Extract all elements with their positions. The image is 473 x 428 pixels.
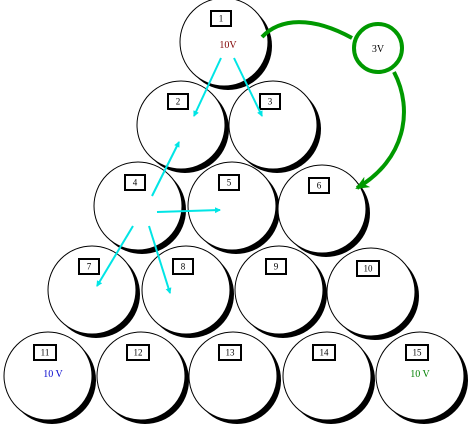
node-9-label-box — [265, 258, 287, 275]
node-2: 2 — [136, 80, 229, 173]
node-15-label: 15 — [413, 348, 423, 358]
node-2-label-box — [167, 93, 189, 110]
node-10-label-box — [356, 260, 380, 277]
node-10: 10 — [326, 247, 419, 340]
node-3-label-box — [259, 93, 281, 110]
node-11-label: 11 — [41, 348, 50, 358]
node-4: 4 — [93, 161, 186, 254]
node-1-circle — [179, 0, 269, 87]
node-10-circle — [326, 247, 416, 337]
node-1-label-box — [210, 10, 232, 27]
transfer-arrow-upper — [260, 20, 353, 40]
node-5-label: 5 — [227, 178, 232, 188]
node-8: 8 — [141, 245, 234, 338]
node-4-circle — [93, 161, 183, 251]
transfer-bubble — [352, 22, 404, 74]
node-4-label-box — [124, 174, 146, 191]
node-8-label: 8 — [181, 262, 186, 272]
node-7-label: 7 — [87, 262, 92, 272]
node-11-circle — [3, 331, 93, 421]
flow-layer — [96, 57, 263, 294]
node-6: 6 — [277, 164, 370, 257]
node-13-circle — [188, 331, 278, 421]
node-9-label: 9 — [274, 262, 279, 272]
node-15-value: 10 V — [410, 369, 430, 380]
node-8-label-box — [172, 258, 194, 275]
node-1: 1 10V — [179, 0, 272, 90]
node-6-label: 6 — [317, 181, 322, 191]
node-13: 13 — [188, 331, 281, 424]
node-12-label: 12 — [134, 348, 143, 358]
transfer-label: 3V — [372, 44, 385, 55]
node-4-label: 4 — [133, 178, 138, 188]
node-15-circle — [375, 331, 465, 421]
node-2-label: 2 — [176, 97, 181, 107]
node-8-circle — [141, 245, 231, 335]
flow-arrow-4-5 — [156, 207, 221, 214]
node-11-value: 10 V — [43, 369, 63, 380]
node-12-circle — [96, 331, 186, 421]
flow-arrow-4-8 — [148, 225, 172, 294]
node-5: 5 — [187, 161, 280, 254]
node-7-label-box — [78, 258, 100, 275]
node-3: 3 — [228, 80, 321, 173]
node-6-label-box — [308, 177, 330, 194]
node-14: 14 — [282, 331, 375, 424]
node-15-label-box — [405, 344, 429, 361]
node-12-label-box — [126, 344, 150, 361]
node-1-value: 10V — [219, 40, 237, 51]
flow-arrow-4-2 — [151, 141, 180, 197]
node-6-circle — [277, 164, 367, 254]
node-3-label: 3 — [268, 97, 273, 107]
transfer-arrow-lower — [355, 71, 406, 190]
node-14-label: 14 — [320, 348, 330, 358]
flow-arrow-1-2 — [193, 57, 222, 117]
node-12: 12 — [96, 331, 189, 424]
flow-arrow-1-3 — [233, 57, 263, 117]
node-9: 9 — [234, 245, 327, 338]
node-13-label: 13 — [226, 348, 236, 358]
node-14-circle — [282, 331, 372, 421]
node-3-circle — [228, 80, 318, 170]
circles-layer: 1 10V 2 3 4 5 6 7 8 9 10 11 10 V 12 13 14 15 10 V — [3, 0, 468, 424]
node-2-circle — [136, 80, 226, 170]
node-1-label: 1 — [219, 14, 224, 24]
node-10-label: 10 — [364, 264, 374, 274]
flow-arrow-4-7 — [96, 225, 134, 287]
node-13-label-box — [218, 344, 242, 361]
node-14-label-box — [312, 344, 336, 361]
node-11: 11 10 V — [3, 331, 96, 424]
node-5-label-box — [218, 174, 240, 191]
node-11-label-box — [33, 344, 57, 361]
node-9-circle — [234, 245, 324, 335]
node-15: 15 10 V — [375, 331, 468, 424]
node-5-circle — [187, 161, 277, 251]
node-7: 7 — [47, 245, 140, 338]
transfer-layer: 3V — [260, 20, 406, 190]
node-7-circle — [47, 245, 137, 335]
